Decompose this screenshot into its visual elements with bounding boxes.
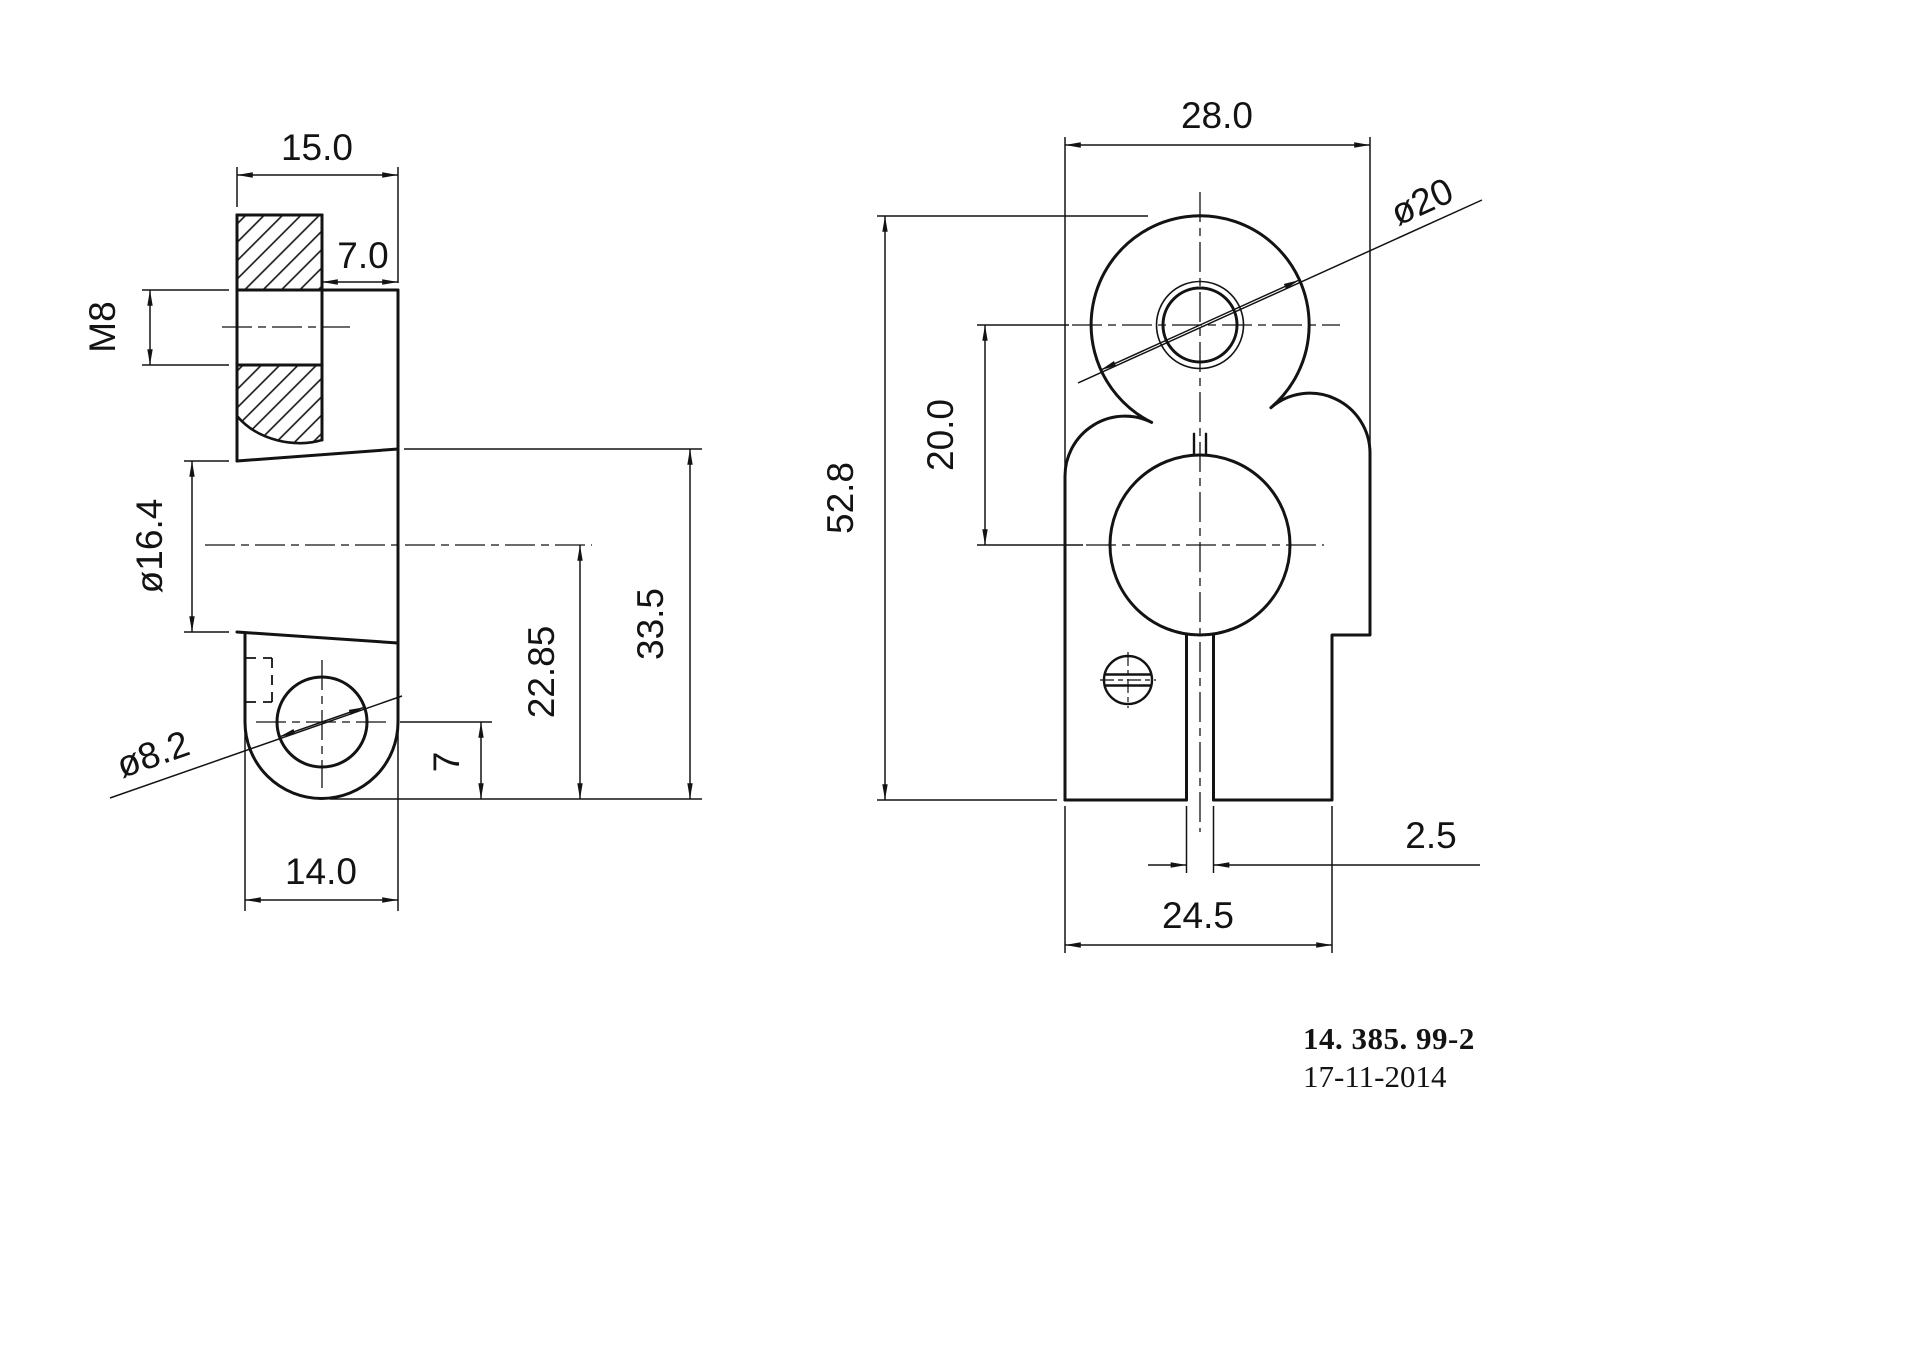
dim-front-center-distance: 20.0: [920, 399, 961, 471]
dim-side-center-to-bottom: 22.85: [521, 626, 562, 719]
dim-front-width-bottom: 24.5: [1162, 895, 1234, 936]
dim-side-body-height: 33.5: [630, 588, 671, 660]
dim-side-width-bottom: 14.0: [285, 851, 357, 892]
title-block: 14. 385. 99-2 17-11-2014: [1303, 1021, 1475, 1094]
dim-side-hole-to-bottom: 7: [426, 752, 467, 773]
clamp-screw-head: [1100, 652, 1156, 708]
dim-side-cylinder-dia: ø16.4: [129, 499, 170, 594]
side-view-extension-lines: [109, 167, 702, 911]
side-view-outline: [235, 213, 400, 800]
dim-front-total-height: 52.8: [820, 462, 861, 534]
dim-side-hole-dia: ø8.2: [111, 723, 194, 786]
front-view: 28.0 ø20 20.0 52.8 2.5 24.5: [820, 95, 1483, 953]
front-view-dimension-lines: [882, 142, 1480, 948]
side-view-dimension-lines: [147, 172, 693, 903]
dim-front-lug-dia: ø20: [1384, 170, 1459, 234]
drawing-date: 17-11-2014: [1303, 1059, 1447, 1094]
dim-side-boss-width: 7.0: [337, 235, 388, 276]
dim-side-thread: M8: [82, 301, 123, 352]
side-view-section-hatch: [235, 213, 324, 445]
side-view-hidden-screw-hole: [246, 657, 273, 703]
dim-front-width-top: 28.0: [1181, 95, 1253, 136]
front-view-dimension-labels: 28.0 ø20 20.0 52.8 2.5 24.5: [820, 95, 1459, 936]
dim-side-width-top: 15.0: [281, 127, 353, 168]
front-view-extension-lines: [877, 137, 1483, 953]
front-view-centerlines: [1072, 192, 1340, 832]
front-view-outline: [1063, 214, 1372, 802]
part-number: 14. 385. 99-2: [1303, 1021, 1475, 1056]
dim-front-slot-width: 2.5: [1405, 815, 1456, 856]
side-section-view: 15.0 7.0 M8 ø16.4 ø8.2 7 22.85 33.5 14.0: [82, 127, 702, 911]
